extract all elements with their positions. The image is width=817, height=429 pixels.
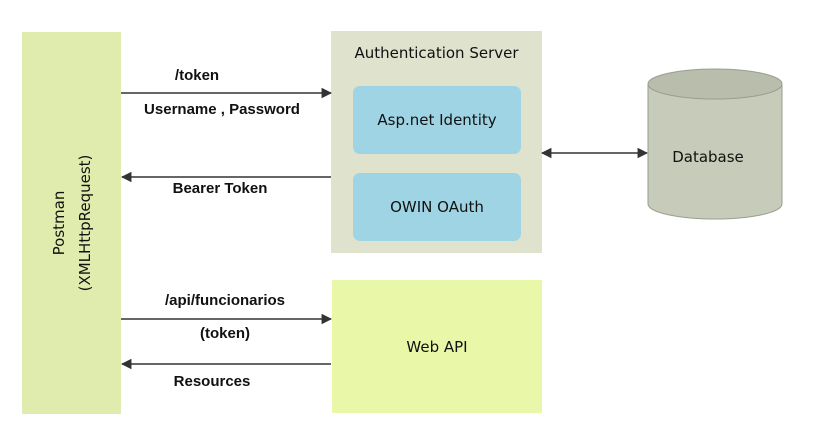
owin-oauth-box: OWIN OAuth bbox=[353, 173, 521, 241]
bearer-token-label: Bearer Token bbox=[172, 180, 268, 197]
api-endpoint-label: /api/funcionarios bbox=[164, 292, 286, 309]
aspnet-identity-box: Asp.net Identity bbox=[353, 86, 521, 154]
postman-client-box: Postman (XMLHttpRequest) bbox=[22, 32, 121, 414]
authentication-server-box: Authentication Server Asp.net Identity O… bbox=[331, 31, 542, 253]
credentials-label: Username , Password bbox=[144, 101, 300, 118]
database-cylinder bbox=[647, 68, 783, 220]
web-api-label: Web API bbox=[406, 337, 468, 356]
database-label: Database bbox=[672, 148, 744, 166]
token-endpoint-label: /token bbox=[174, 67, 220, 84]
web-api-box: Web API bbox=[332, 280, 542, 413]
authentication-server-title: Authentication Server bbox=[354, 44, 519, 62]
resources-label: Resources bbox=[173, 373, 251, 390]
token-payload-label: (token) bbox=[200, 325, 250, 342]
